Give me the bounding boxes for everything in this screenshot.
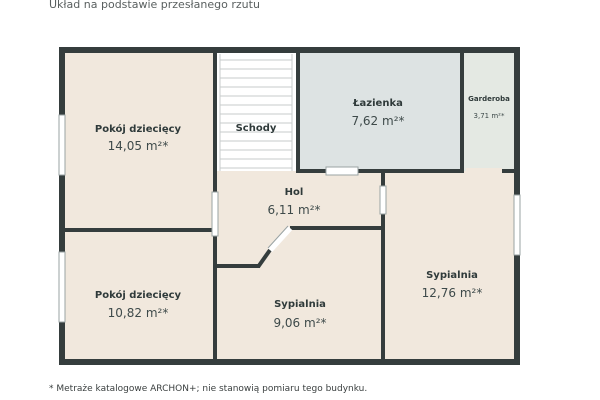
door-bedroom-right [379, 185, 387, 215]
room-area-wardrobe: 3,71 m²* [474, 112, 505, 120]
door-kids1 [211, 191, 219, 237]
stairs-treads [219, 54, 293, 171]
floor-bedroom-mid [215, 228, 383, 360]
window-kids2 [58, 251, 66, 323]
floor-bedroom-right [383, 171, 515, 360]
door-wardrobe [466, 168, 502, 174]
room-area-bathroom: 7,62 m²* [351, 114, 404, 128]
room-name-bathroom: Łazienka [352, 98, 403, 109]
plan-caption: Układ na podstawie przesłanego rzutu [49, 0, 260, 11]
room-area-kids2: 10,82 m²* [108, 306, 169, 320]
windows [58, 114, 521, 323]
room-name-wardrobe: Garderoba [468, 95, 510, 103]
room-name-stairs: Schody [236, 123, 277, 134]
room-name-kids1: Pokój dziecięcy [95, 123, 182, 135]
room-name-bedroom-right: Sypialnia [426, 270, 478, 281]
room-name-hall: Hol [285, 187, 304, 198]
room-labels: Pokój dziecięcy 14,05 m²* Schody Łazienk… [95, 95, 510, 330]
door-bathroom [325, 166, 359, 176]
floor-kids-room-2 [64, 230, 215, 360]
floor-bathroom [298, 52, 462, 171]
floor-fills [64, 52, 515, 360]
wall-hall-diagonal [256, 248, 272, 269]
floor-stairs [215, 52, 298, 171]
footnote: * Metraże katalogowe ARCHON+; nie stanow… [49, 384, 368, 394]
room-name-kids2: Pokój dziecięcy [95, 289, 182, 301]
room-area-hall: 6,11 m²* [267, 203, 320, 217]
window-kids1 [58, 114, 66, 176]
openings [211, 166, 502, 253]
floor-kids-room-1 [64, 52, 215, 230]
room-name-bedroom-mid: Sypialnia [274, 299, 326, 310]
room-area-bedroom-right: 12,76 m²* [422, 286, 483, 300]
room-area-kids1: 14,05 m²* [108, 139, 169, 153]
door-bedroom-mid [267, 225, 293, 253]
room-area-bedroom-mid: 9,06 m²* [273, 316, 326, 330]
window-bedroom-right [513, 194, 521, 256]
floor-wardrobe [462, 52, 515, 171]
